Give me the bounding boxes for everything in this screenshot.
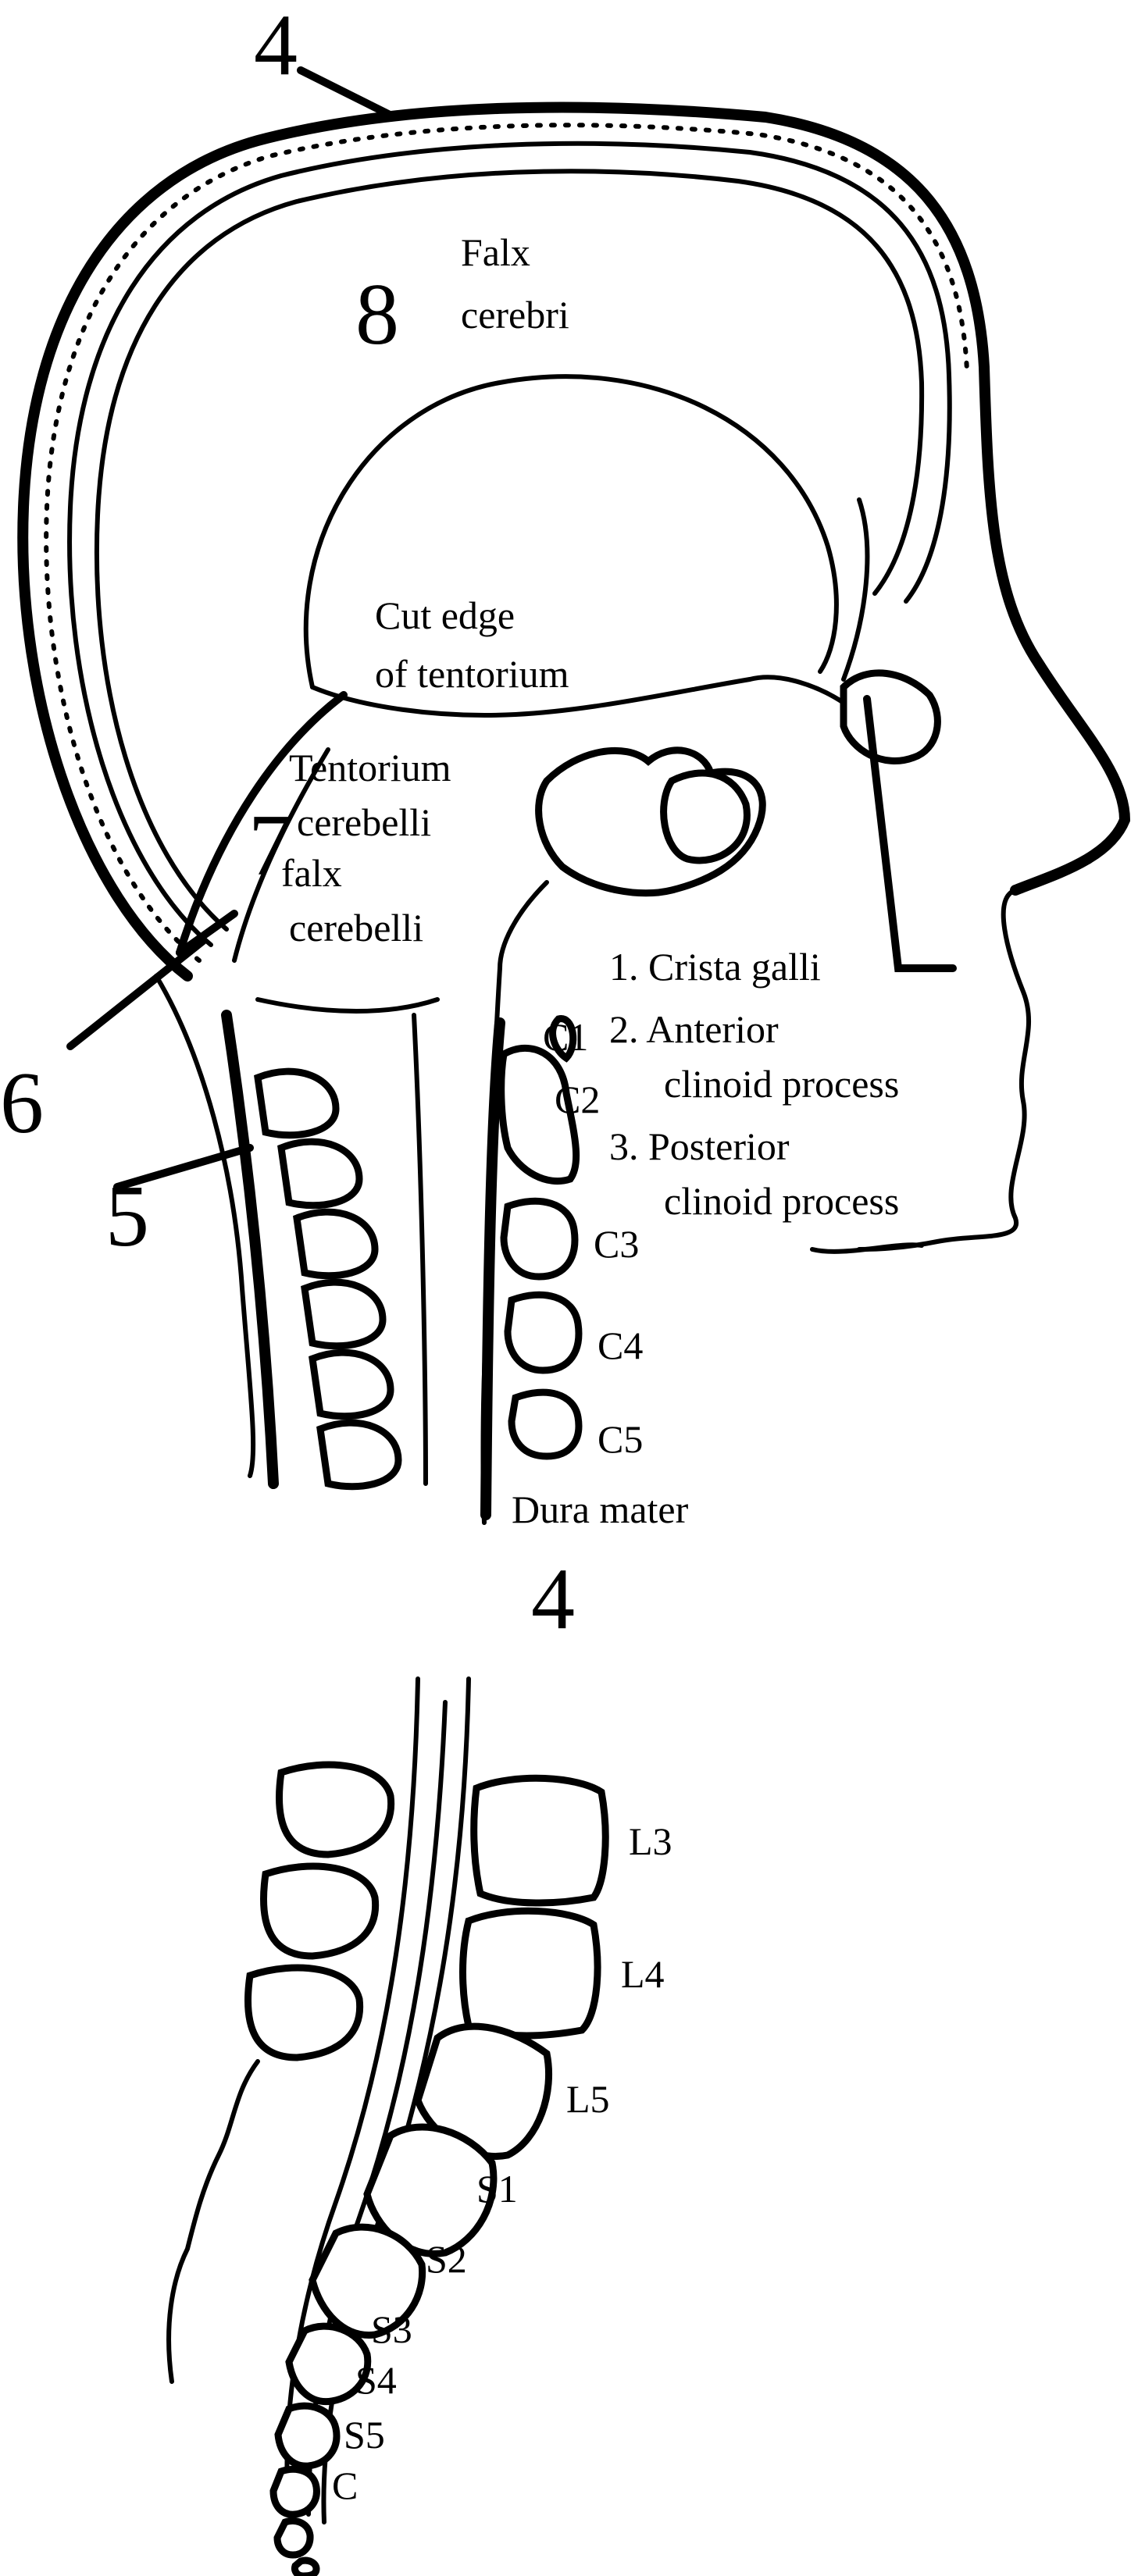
cervical-labels: C1 C2 C3 C4 C5 bbox=[543, 1015, 643, 1461]
number-5: 5 bbox=[105, 1168, 149, 1265]
label-falx-cerebelli-2: cerebelli bbox=[289, 906, 423, 950]
label-falx-cerebri-1: Falx bbox=[461, 230, 530, 274]
face-profile bbox=[810, 888, 1031, 1254]
lower-spine bbox=[166, 1676, 609, 2576]
label-posterior-2: clinoid process bbox=[664, 1179, 899, 1223]
label-c1: C1 bbox=[543, 1015, 588, 1059]
number-8: 8 bbox=[355, 266, 399, 363]
label-anterior-2: clinoid process bbox=[664, 1062, 899, 1106]
label-falx-cerebri-2: cerebri bbox=[461, 293, 569, 337]
cervical-dura bbox=[480, 880, 549, 1525]
cranial-base bbox=[535, 669, 941, 897]
label-s1: S1 bbox=[476, 2167, 518, 2211]
number-4-top: 4 bbox=[254, 0, 298, 94]
label-cut-edge-1: Cut edge bbox=[375, 593, 515, 637]
skull bbox=[17, 102, 1131, 982]
number-labels: 4 8 7 6 5 4 bbox=[0, 0, 575, 1648]
neck-posterior bbox=[154, 974, 428, 1491]
label-s3: S3 bbox=[371, 2307, 412, 2351]
anatomy-labels: Falx cerebri Cut edge of tentorium Tento… bbox=[281, 230, 899, 1531]
label-c5: C5 bbox=[598, 1417, 643, 1461]
label-c4: C4 bbox=[598, 1324, 643, 1367]
number-7: 7 bbox=[248, 797, 292, 894]
label-crista-galli: 1. Crista galli bbox=[609, 945, 821, 989]
label-c2: C2 bbox=[555, 1078, 600, 1121]
label-l5: L5 bbox=[566, 2077, 610, 2121]
label-s4: S4 bbox=[355, 2358, 397, 2402]
crista-galli-leader bbox=[863, 695, 957, 972]
label-cut-edge-2: of tentorium bbox=[375, 652, 569, 696]
number-leaders bbox=[66, 66, 398, 1191]
tentorium bbox=[232, 677, 752, 1014]
label-l3: L3 bbox=[629, 1819, 672, 1863]
number-4-mid: 4 bbox=[531, 1551, 575, 1648]
label-tentorium-2: cerebelli bbox=[297, 800, 431, 844]
label-s2: S2 bbox=[426, 2237, 467, 2281]
label-c3: C3 bbox=[594, 1222, 639, 1266]
label-l4: L4 bbox=[621, 1952, 665, 1996]
label-anterior-1: 2. Anterior bbox=[609, 1007, 779, 1051]
label-c-coccyx: C bbox=[332, 2464, 358, 2507]
label-tentorium-1: Tentorium bbox=[289, 746, 451, 789]
label-s5: S5 bbox=[344, 2413, 385, 2457]
label-dura-mater: Dura mater bbox=[512, 1488, 689, 1531]
falx-cerebri bbox=[303, 374, 870, 689]
label-posterior-1: 3. Posterior bbox=[609, 1124, 790, 1168]
cervical-vertebrae bbox=[498, 1015, 583, 1460]
number-6: 6 bbox=[0, 1055, 44, 1152]
label-falx-cerebelli-1: falx bbox=[281, 851, 342, 895]
lower-spine-labels: L3 L4 L5 S1 S2 S3 S4 S5 C bbox=[332, 1819, 672, 2507]
